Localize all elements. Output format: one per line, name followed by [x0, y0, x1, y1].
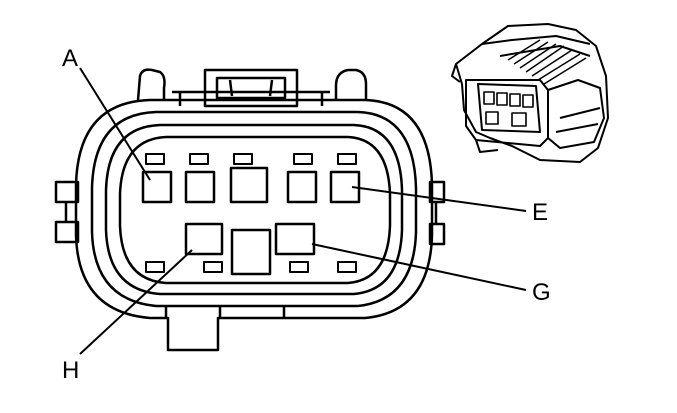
leader-line-g	[311, 243, 527, 291]
connector-face-view	[54, 68, 446, 352]
bottom-edge-detail	[164, 306, 286, 318]
bottom-slot-row	[145, 261, 357, 273]
latch-ridges	[507, 39, 587, 85]
housing-outer	[74, 98, 434, 352]
pin-label-g: G	[532, 279, 551, 306]
side-rib-left	[54, 180, 80, 244]
top-slot-row	[145, 153, 357, 165]
pin-label-e: E	[532, 199, 548, 226]
connector-inner-face	[118, 135, 392, 285]
corner-post-left	[136, 68, 166, 101]
connector-isometric-view	[451, 23, 609, 163]
housing-inner-ring-1	[90, 110, 418, 308]
leader-line-a	[79, 67, 151, 181]
pin-label-h: H	[62, 357, 79, 384]
leader-line-h	[79, 249, 193, 355]
isometric-cavities	[483, 91, 534, 127]
corner-post-right	[334, 68, 368, 100]
pin-label-a: A	[62, 45, 78, 72]
pin-cavity-b	[184, 170, 216, 204]
pin-cavity-h	[184, 222, 224, 256]
pin-cavity-g	[274, 222, 316, 256]
pin-cavity-c	[229, 166, 269, 204]
leader-line-e	[351, 186, 527, 212]
pin-cavity-d	[286, 170, 318, 204]
center-key	[230, 228, 272, 276]
housing-inner-ring-2	[104, 123, 404, 296]
leader-lines	[79, 67, 527, 355]
locking-tab	[172, 68, 330, 108]
pin-cavity-a	[141, 170, 173, 204]
side-rib-right	[428, 180, 446, 246]
